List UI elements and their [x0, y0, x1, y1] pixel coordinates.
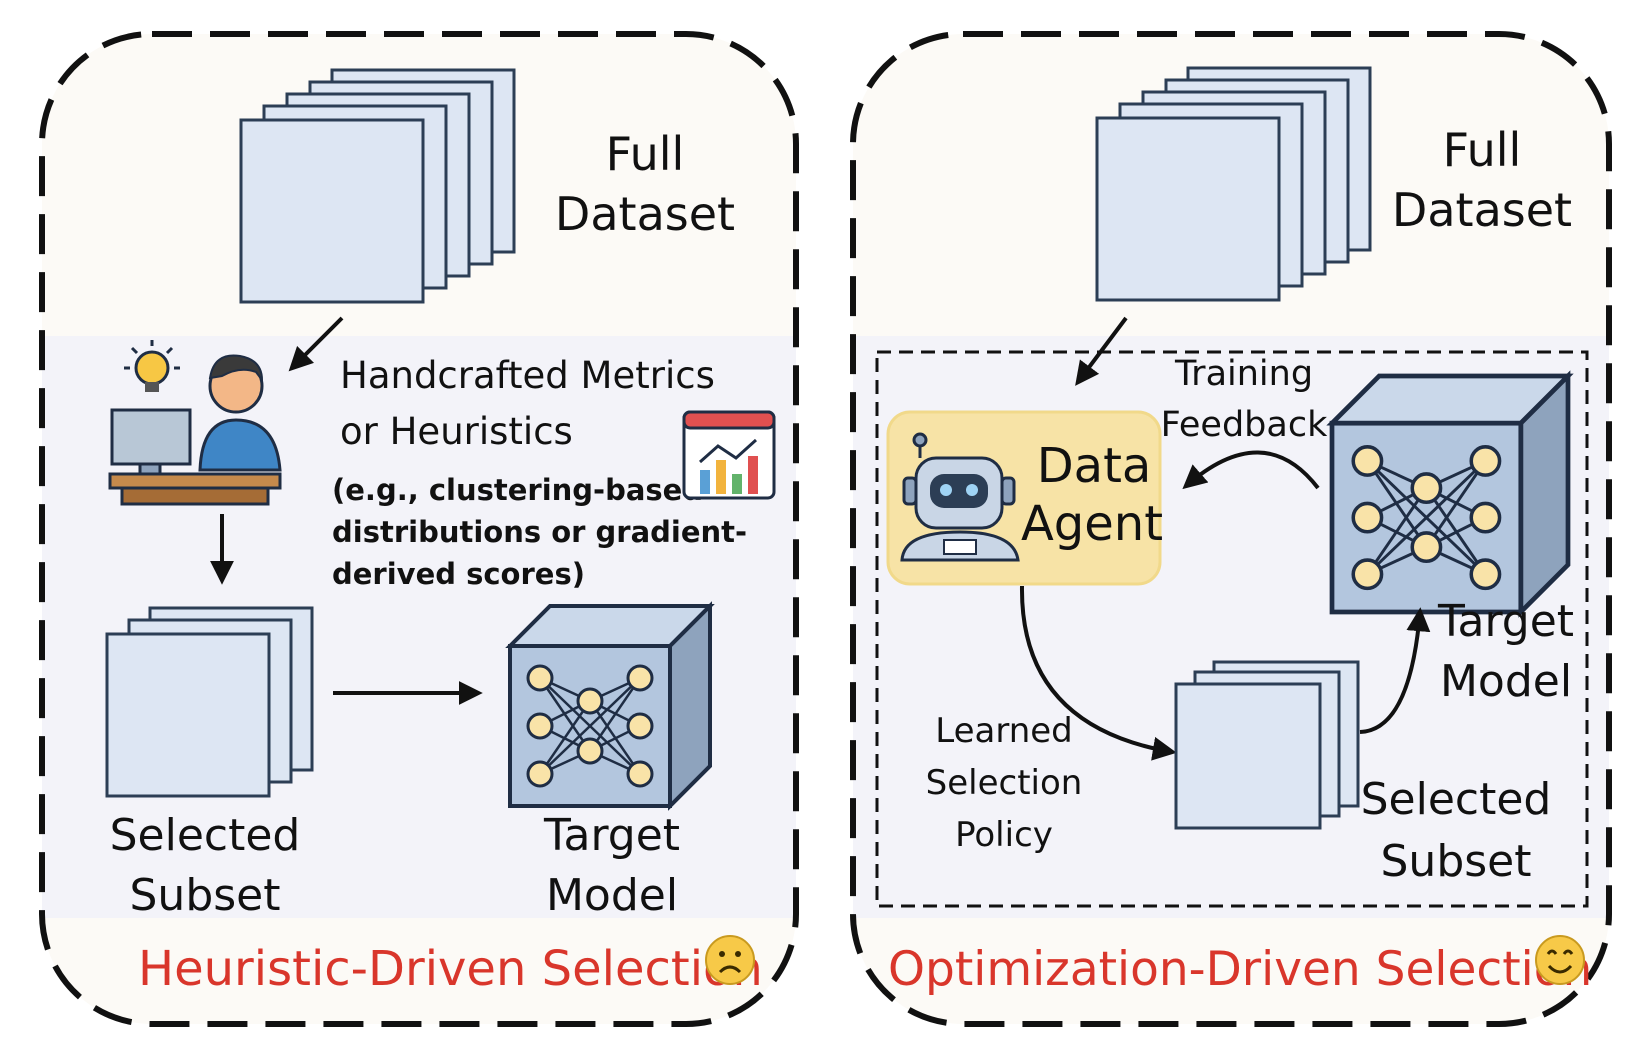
policy-label-2: Selection	[926, 763, 1083, 803]
human-analyst-icon	[108, 340, 282, 506]
example-label-3: derived scores)	[332, 557, 585, 591]
left-caption: Heuristic-Driven Selection	[138, 941, 763, 997]
right-selected-label-1: Selected	[1361, 774, 1552, 825]
right-caption: Optimization-Driven Selection	[888, 942, 1592, 997]
agent-label-2: Agent	[1021, 496, 1163, 552]
policy-label-3: Policy	[955, 815, 1053, 855]
metrics-label-1: Handcrafted Metrics	[340, 354, 715, 397]
example-label-2: distributions or gradient-	[332, 515, 747, 549]
feedback-label-1: Training	[1174, 354, 1313, 394]
arrow-dataset-to-agent	[1075, 316, 1128, 386]
arrow-model-to-agent	[1182, 450, 1320, 490]
selected-subset-stack-icon	[1174, 660, 1360, 830]
left-target-label-2: Model	[546, 870, 678, 921]
agent-label-1: Data	[1037, 438, 1152, 494]
left-target-label-1: Target	[543, 810, 680, 861]
left-selected-label-1: Selected	[110, 810, 301, 861]
left-panel: Full Dataset Handcrafted Me	[39, 31, 799, 1027]
selected-subset-stack-icon	[105, 606, 314, 798]
full-dataset-stack-icon	[1095, 66, 1372, 302]
arrow-subset-to-model	[1359, 607, 1431, 734]
left-full-label-2: Dataset	[555, 187, 735, 241]
robot-icon	[900, 432, 1020, 562]
right-target-label-1: Target	[1437, 596, 1574, 647]
arrow-dataset-to-human	[288, 316, 344, 372]
right-full-label-1: Full	[1443, 123, 1522, 177]
example-label-1: (e.g., clustering-based	[332, 473, 703, 507]
feedback-label-2: Feedback	[1161, 405, 1328, 445]
policy-label-1: Learned	[935, 711, 1073, 751]
smile-face-icon	[1535, 935, 1585, 985]
target-model-cube-icon	[508, 604, 712, 808]
left-full-label-1: Full	[606, 127, 685, 181]
right-target-label-2: Model	[1440, 656, 1572, 707]
target-model-cube-icon	[1332, 376, 1568, 612]
right-selected-label-2: Subset	[1381, 836, 1532, 887]
metrics-label-2: or Heuristics	[340, 410, 573, 453]
analytics-chart-icon	[682, 410, 776, 500]
full-dataset-stack-icon	[239, 68, 516, 304]
sad-face-icon	[705, 935, 755, 985]
optimization-loop-box	[875, 350, 1589, 908]
right-full-label-2: Dataset	[1392, 183, 1572, 237]
left-selected-label-2: Subset	[130, 870, 281, 921]
arrow-agent-to-subset	[1019, 585, 1177, 761]
right-panel: Full Dataset Data Agent Training Feedbac…	[850, 31, 1612, 1027]
